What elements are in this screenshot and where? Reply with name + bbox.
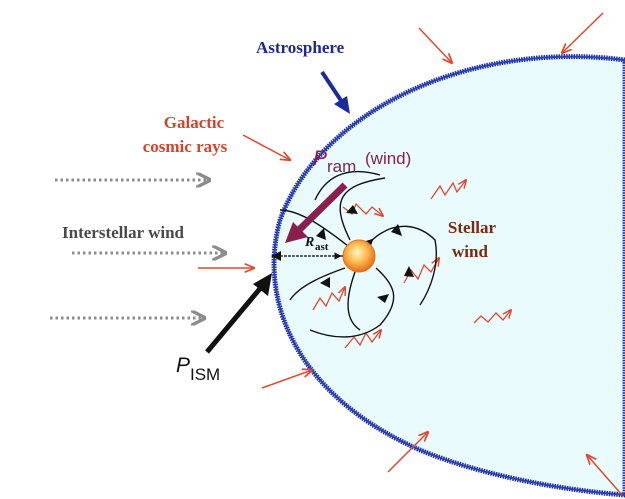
streamline-arrowhead <box>346 205 358 214</box>
cosmic-ray-arrow <box>261 370 312 389</box>
p-ism-symbol: P <box>176 354 190 377</box>
cosmic-ray-arrow <box>587 455 623 496</box>
cosmic-ray-arrow <box>387 432 428 473</box>
cosmic-ray-arrows <box>198 12 623 496</box>
stellar-wind-label-line1: Stellar <box>448 218 497 237</box>
r-ast-symbol: R <box>304 235 314 250</box>
p-ism-arrow-head <box>253 273 272 296</box>
zigzag-ray <box>312 287 345 311</box>
streamline <box>347 271 361 331</box>
p-ram-arrow-shaft <box>295 182 348 234</box>
streamline-arrowheads <box>316 205 414 303</box>
p-ism-subscript: ISM <box>190 365 220 384</box>
stellar-wind-label-line2: wind <box>452 242 488 261</box>
cosmic-ray-arrow <box>562 12 604 53</box>
streamline <box>309 267 395 338</box>
astrosphere-boundary-inner <box>273 55 625 496</box>
zigzag-ray <box>344 330 381 349</box>
star <box>342 239 376 273</box>
streamline-arrowhead <box>391 224 402 236</box>
streamline-arrowhead <box>316 228 326 240</box>
streamline-arrowhead <box>404 266 414 277</box>
p-ram-suffix: (wind) <box>365 149 411 168</box>
streamline <box>289 267 346 301</box>
streamline <box>314 170 381 201</box>
interstellar-wind-arrows <box>50 180 224 318</box>
interstellar-wind-label: Interstellar wind <box>62 223 185 242</box>
p-ram-symbol: P <box>313 147 327 170</box>
stellar-wind-streamlines <box>279 170 437 338</box>
streamline <box>339 177 386 241</box>
streamline <box>363 225 437 306</box>
astrosphere-label: Astrosphere <box>256 38 345 57</box>
astrosphere-pointer-arrow <box>320 70 346 107</box>
galactic-label-line2: cosmic rays <box>143 137 228 156</box>
zigzag-ray <box>473 310 511 324</box>
r-ast-subscript: ast <box>315 241 329 253</box>
p-ram-label: P ram (wind) <box>313 147 411 176</box>
r-ast-left-arrowhead <box>271 251 281 261</box>
internal-cosmic-rays <box>312 180 511 349</box>
p-ram-subscript: ram <box>327 157 356 176</box>
streamline <box>279 209 349 247</box>
r-ast-label: R ast <box>304 235 329 253</box>
p-ism-arrow-shaft <box>205 283 265 354</box>
p-ism-label: P ISM <box>176 354 220 384</box>
streamline-arrowhead <box>377 294 389 303</box>
cosmic-ray-arrow <box>242 134 290 160</box>
p-ram-arrow-head <box>285 222 308 243</box>
galactic-label-line1: Galactic <box>164 113 225 132</box>
cosmic-ray-arrow <box>418 27 452 63</box>
astrosphere-pointer-head <box>334 96 350 114</box>
streamline-arrowhead <box>320 277 330 288</box>
zigzag-ray <box>430 180 466 200</box>
